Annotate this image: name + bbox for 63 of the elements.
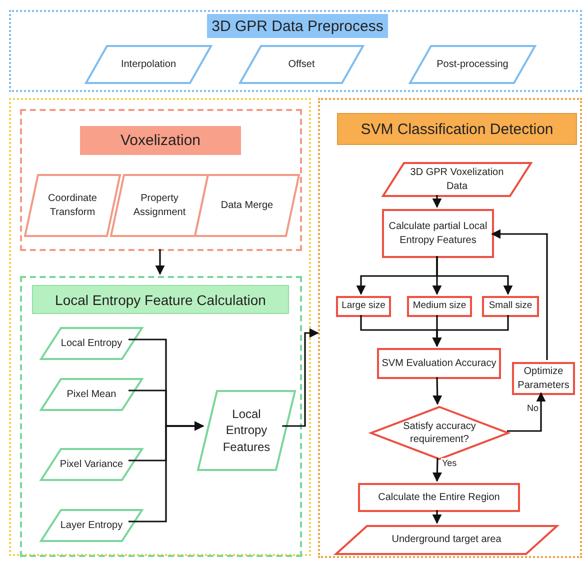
edge-label: No — [526, 403, 540, 413]
arrow — [507, 392, 546, 432]
node-label: Small size — [488, 300, 532, 313]
arrow — [491, 229, 548, 360]
node-label: SVM Evaluation Accuracy — [382, 356, 496, 370]
parallelogram-node — [197, 390, 296, 471]
node-label: Coordinate Transform — [47, 192, 98, 219]
arrow — [128, 421, 204, 522]
arrow — [432, 195, 442, 208]
process-box — [382, 209, 494, 258]
parallelogram-node — [335, 525, 558, 555]
node-label: Pixel Variance — [60, 458, 124, 472]
process-box — [482, 296, 539, 317]
node-label: Calculate partial Local Entropy Features — [388, 220, 488, 247]
dashed-panel — [9, 10, 582, 92]
node-label: Local Entropy Features — [222, 406, 272, 455]
parallelogram-node — [40, 509, 143, 542]
arrow — [432, 315, 509, 347]
arrow — [436, 256, 513, 295]
dashed-panel — [9, 98, 311, 556]
dashed-panel — [20, 276, 302, 557]
node-label: Interpolation — [120, 58, 176, 72]
title-banner: Voxelization — [80, 126, 241, 155]
parallelogram-node — [409, 45, 536, 84]
decision-diamond — [370, 406, 509, 460]
node-label: Underground target area — [392, 533, 502, 547]
node-label: Satisfy accuracy requirement? — [402, 420, 477, 446]
process-box — [358, 483, 520, 512]
parallelogram-node — [382, 162, 532, 197]
dashed-panel — [318, 98, 582, 558]
node-label: Data Merge — [220, 198, 274, 212]
node-label: 3D GPR Voxelization Data — [409, 166, 505, 193]
parallelogram-node — [40, 378, 143, 411]
node-label: Large size — [342, 300, 386, 313]
node-label: Local Entropy — [60, 336, 122, 350]
node-label: Layer Entropy — [60, 518, 123, 532]
title-banner: Local Entropy Feature Calculation — [32, 285, 289, 314]
parallelogram-node — [40, 327, 143, 360]
process-box — [336, 296, 391, 317]
node-label: Medium size — [412, 300, 466, 313]
arrow — [432, 458, 442, 482]
node-label: Pixel Mean — [66, 388, 116, 402]
process-box — [407, 296, 472, 317]
process-box — [512, 362, 575, 395]
node-label: Post-processing — [436, 58, 508, 72]
node-label: Optimize Parameters — [516, 365, 570, 392]
parallelogram-node — [194, 174, 300, 237]
title-banner: SVM Classification Detection — [337, 113, 577, 145]
parallelogram-node — [85, 45, 212, 84]
arrow — [432, 376, 442, 405]
arrow — [432, 510, 442, 524]
title-banner: 3D GPR Data Preprocess — [207, 14, 388, 38]
dashed-panel — [20, 109, 302, 251]
arrow — [282, 328, 319, 427]
node-label: Offset — [288, 58, 315, 72]
parallelogram-node — [239, 45, 364, 84]
arrow — [155, 249, 165, 275]
node-label: Calculate the Entire Region — [378, 490, 500, 504]
node-label: Property Assignment — [132, 192, 187, 219]
edge-label: Yes — [441, 458, 458, 468]
process-box — [377, 348, 501, 379]
parallelogram-node — [40, 448, 143, 481]
parallelogram-node — [24, 174, 121, 237]
